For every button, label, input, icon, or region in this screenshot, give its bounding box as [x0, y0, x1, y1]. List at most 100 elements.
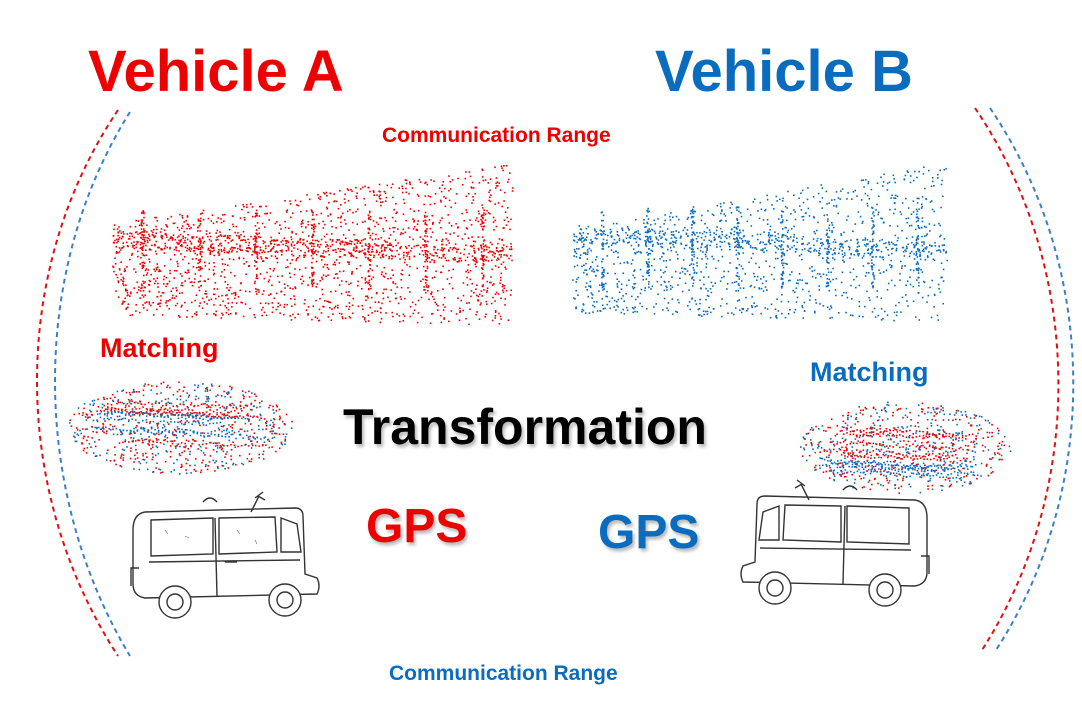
cloud-point [287, 247, 290, 249]
cloud-point [906, 280, 909, 282]
cloud-point [443, 317, 445, 319]
cloud-point [146, 231, 148, 233]
matching-point [178, 428, 180, 430]
matching-point [82, 428, 84, 430]
cloud-point [923, 243, 925, 245]
cloud-point [342, 234, 345, 236]
matching-point [230, 388, 233, 391]
cloud-point [475, 288, 477, 290]
cloud-point [297, 256, 299, 259]
cloud-point [364, 243, 367, 245]
cloud-point [424, 291, 427, 294]
cloud-point [424, 216, 426, 219]
cloud-point [659, 230, 661, 233]
cloud-point [481, 255, 483, 257]
cloud-point [831, 224, 834, 226]
cloud-point [498, 323, 501, 325]
cloud-point [389, 244, 391, 246]
cloud-point [475, 265, 477, 268]
cloud-point [352, 297, 354, 300]
cloud-point [148, 284, 151, 286]
cloud-point [346, 243, 348, 246]
cloud-point [481, 168, 483, 171]
matching-point [129, 431, 132, 434]
matching-point [238, 430, 240, 433]
cloud-point [737, 206, 740, 209]
cloud-point [405, 182, 408, 185]
cloud-point [475, 261, 477, 263]
cloud-point [692, 206, 695, 208]
cloud-point [310, 282, 313, 285]
cloud-point [451, 287, 454, 290]
cloud-point [497, 293, 500, 295]
cloud-point [358, 251, 361, 253]
cloud-point [592, 311, 594, 313]
cloud-point [267, 251, 269, 253]
cloud-point [406, 255, 408, 257]
cloud-point [326, 195, 328, 197]
cloud-point [467, 264, 470, 266]
cloud-point [793, 291, 796, 294]
cloud-point [227, 309, 230, 311]
cloud-point [424, 230, 426, 232]
cloud-point [344, 317, 347, 319]
cloud-point [357, 305, 360, 308]
cloud-point [607, 272, 609, 275]
cloud-point [220, 249, 223, 251]
cloud-point [401, 269, 403, 272]
cloud-point [647, 254, 649, 256]
cloud-point [709, 231, 711, 234]
cloud-point [883, 173, 885, 176]
cloud-point [630, 263, 633, 265]
matching-point [179, 473, 181, 475]
cloud-point [127, 245, 129, 248]
cloud-point [327, 268, 330, 270]
cloud-point [692, 220, 694, 222]
cloud-point [933, 306, 935, 308]
matching-point [181, 409, 183, 411]
cloud-point [208, 238, 211, 241]
matching-point [95, 431, 98, 433]
cloud-point [140, 246, 143, 249]
matching-point [85, 413, 88, 415]
cloud-point [191, 301, 193, 304]
cloud-point [781, 274, 784, 277]
cloud-point [403, 254, 405, 257]
matching-point [261, 400, 263, 402]
cloud-point [329, 245, 332, 248]
cloud-point [687, 216, 690, 219]
cloud-point [148, 258, 150, 261]
cloud-point [896, 239, 899, 242]
cloud-point [450, 276, 453, 279]
cloud-point [875, 243, 878, 246]
matching-point [223, 406, 226, 409]
cloud-point [437, 290, 439, 292]
cloud-point [228, 258, 231, 260]
cloud-point [833, 258, 836, 261]
cloud-point [261, 222, 264, 225]
cloud-point [155, 253, 158, 255]
matching-point [205, 447, 207, 449]
matching-point [176, 398, 178, 400]
cloud-point [600, 211, 603, 214]
cloud-point [285, 244, 287, 247]
cloud-point [146, 224, 148, 226]
cloud-point [863, 243, 866, 246]
cloud-point [692, 221, 694, 223]
cloud-point [449, 188, 452, 190]
cloud-point [426, 260, 429, 263]
cloud-point [171, 236, 173, 239]
cloud-point [115, 252, 118, 254]
matching-point [103, 431, 105, 434]
cloud-point [493, 252, 495, 254]
cloud-point [294, 287, 297, 290]
matching-point [158, 468, 160, 470]
cloud-point [648, 274, 650, 277]
cloud-point [266, 212, 269, 215]
matching-point [86, 447, 89, 449]
cloud-point [601, 248, 604, 250]
matching-point [252, 437, 255, 439]
cloud-point [276, 261, 279, 264]
matching-point [141, 439, 144, 442]
